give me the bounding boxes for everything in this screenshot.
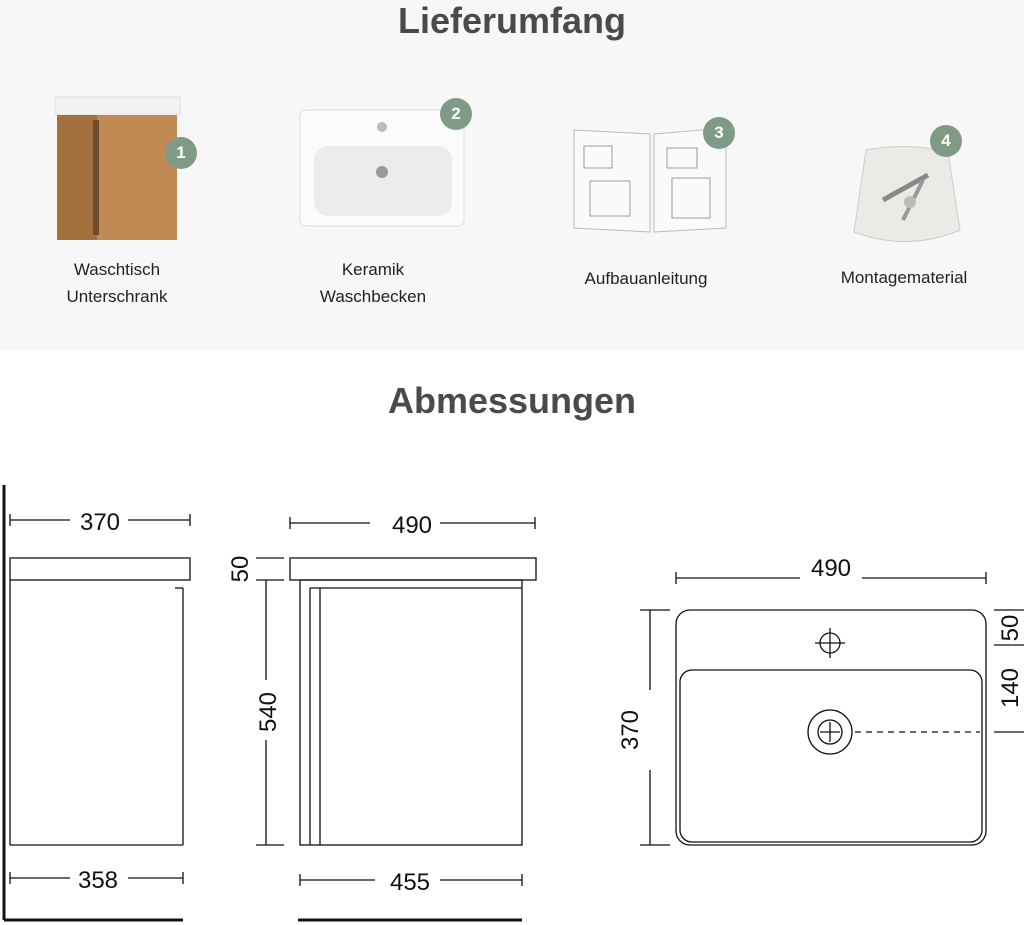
dimensions-title: Abmessungen <box>387 380 637 421</box>
dimension-drawings: 370 358 490 455 50 540 490 370 50 140 <box>2 485 1024 922</box>
item-label-cabinet: Waschtisch Unterschrank <box>17 256 217 310</box>
manual-icon <box>573 127 727 233</box>
manual-image <box>572 126 732 236</box>
cabinet-icon <box>54 96 181 240</box>
item-label-hardware: Montagematerial <box>840 268 968 287</box>
item-number-badge-4: 4 <box>930 125 962 157</box>
item-label-line: Unterschrank <box>66 287 168 306</box>
item-label-manual: Aufbauanleitung <box>584 269 708 288</box>
dim-front-top-width: 490 <box>392 512 432 539</box>
hardware-image <box>848 140 968 250</box>
dim-basin-width: 490 <box>811 555 851 582</box>
dim-cabinet-height: 540 <box>255 692 282 732</box>
sink-image <box>298 108 468 228</box>
item-label-line: Keramik <box>341 260 405 279</box>
dim-side-top-width: 370 <box>80 509 120 536</box>
dim-basin-rim: 50 <box>997 615 1024 642</box>
cabinet-image <box>54 95 185 245</box>
dim-basin-depth: 370 <box>617 710 644 750</box>
item-label-line: Waschtisch <box>73 260 161 279</box>
item-number-badge-2: 2 <box>440 98 472 130</box>
item-label-line: Waschbecken <box>319 287 427 306</box>
dim-sink-height: 50 <box>227 556 254 583</box>
item-number-badge-3: 3 <box>703 117 735 149</box>
delivery-scope-title: Lieferumfang <box>397 0 627 41</box>
item-label-sink: Keramik Waschbecken <box>273 256 473 310</box>
dim-drain-offset: 140 <box>997 668 1024 708</box>
dim-side-bottom-width: 358 <box>78 867 118 894</box>
hardware-bag-icon <box>853 145 961 243</box>
dim-front-bottom-width: 455 <box>390 869 430 896</box>
sink-icon <box>299 109 465 227</box>
item-number-badge-1: 1 <box>165 137 197 169</box>
